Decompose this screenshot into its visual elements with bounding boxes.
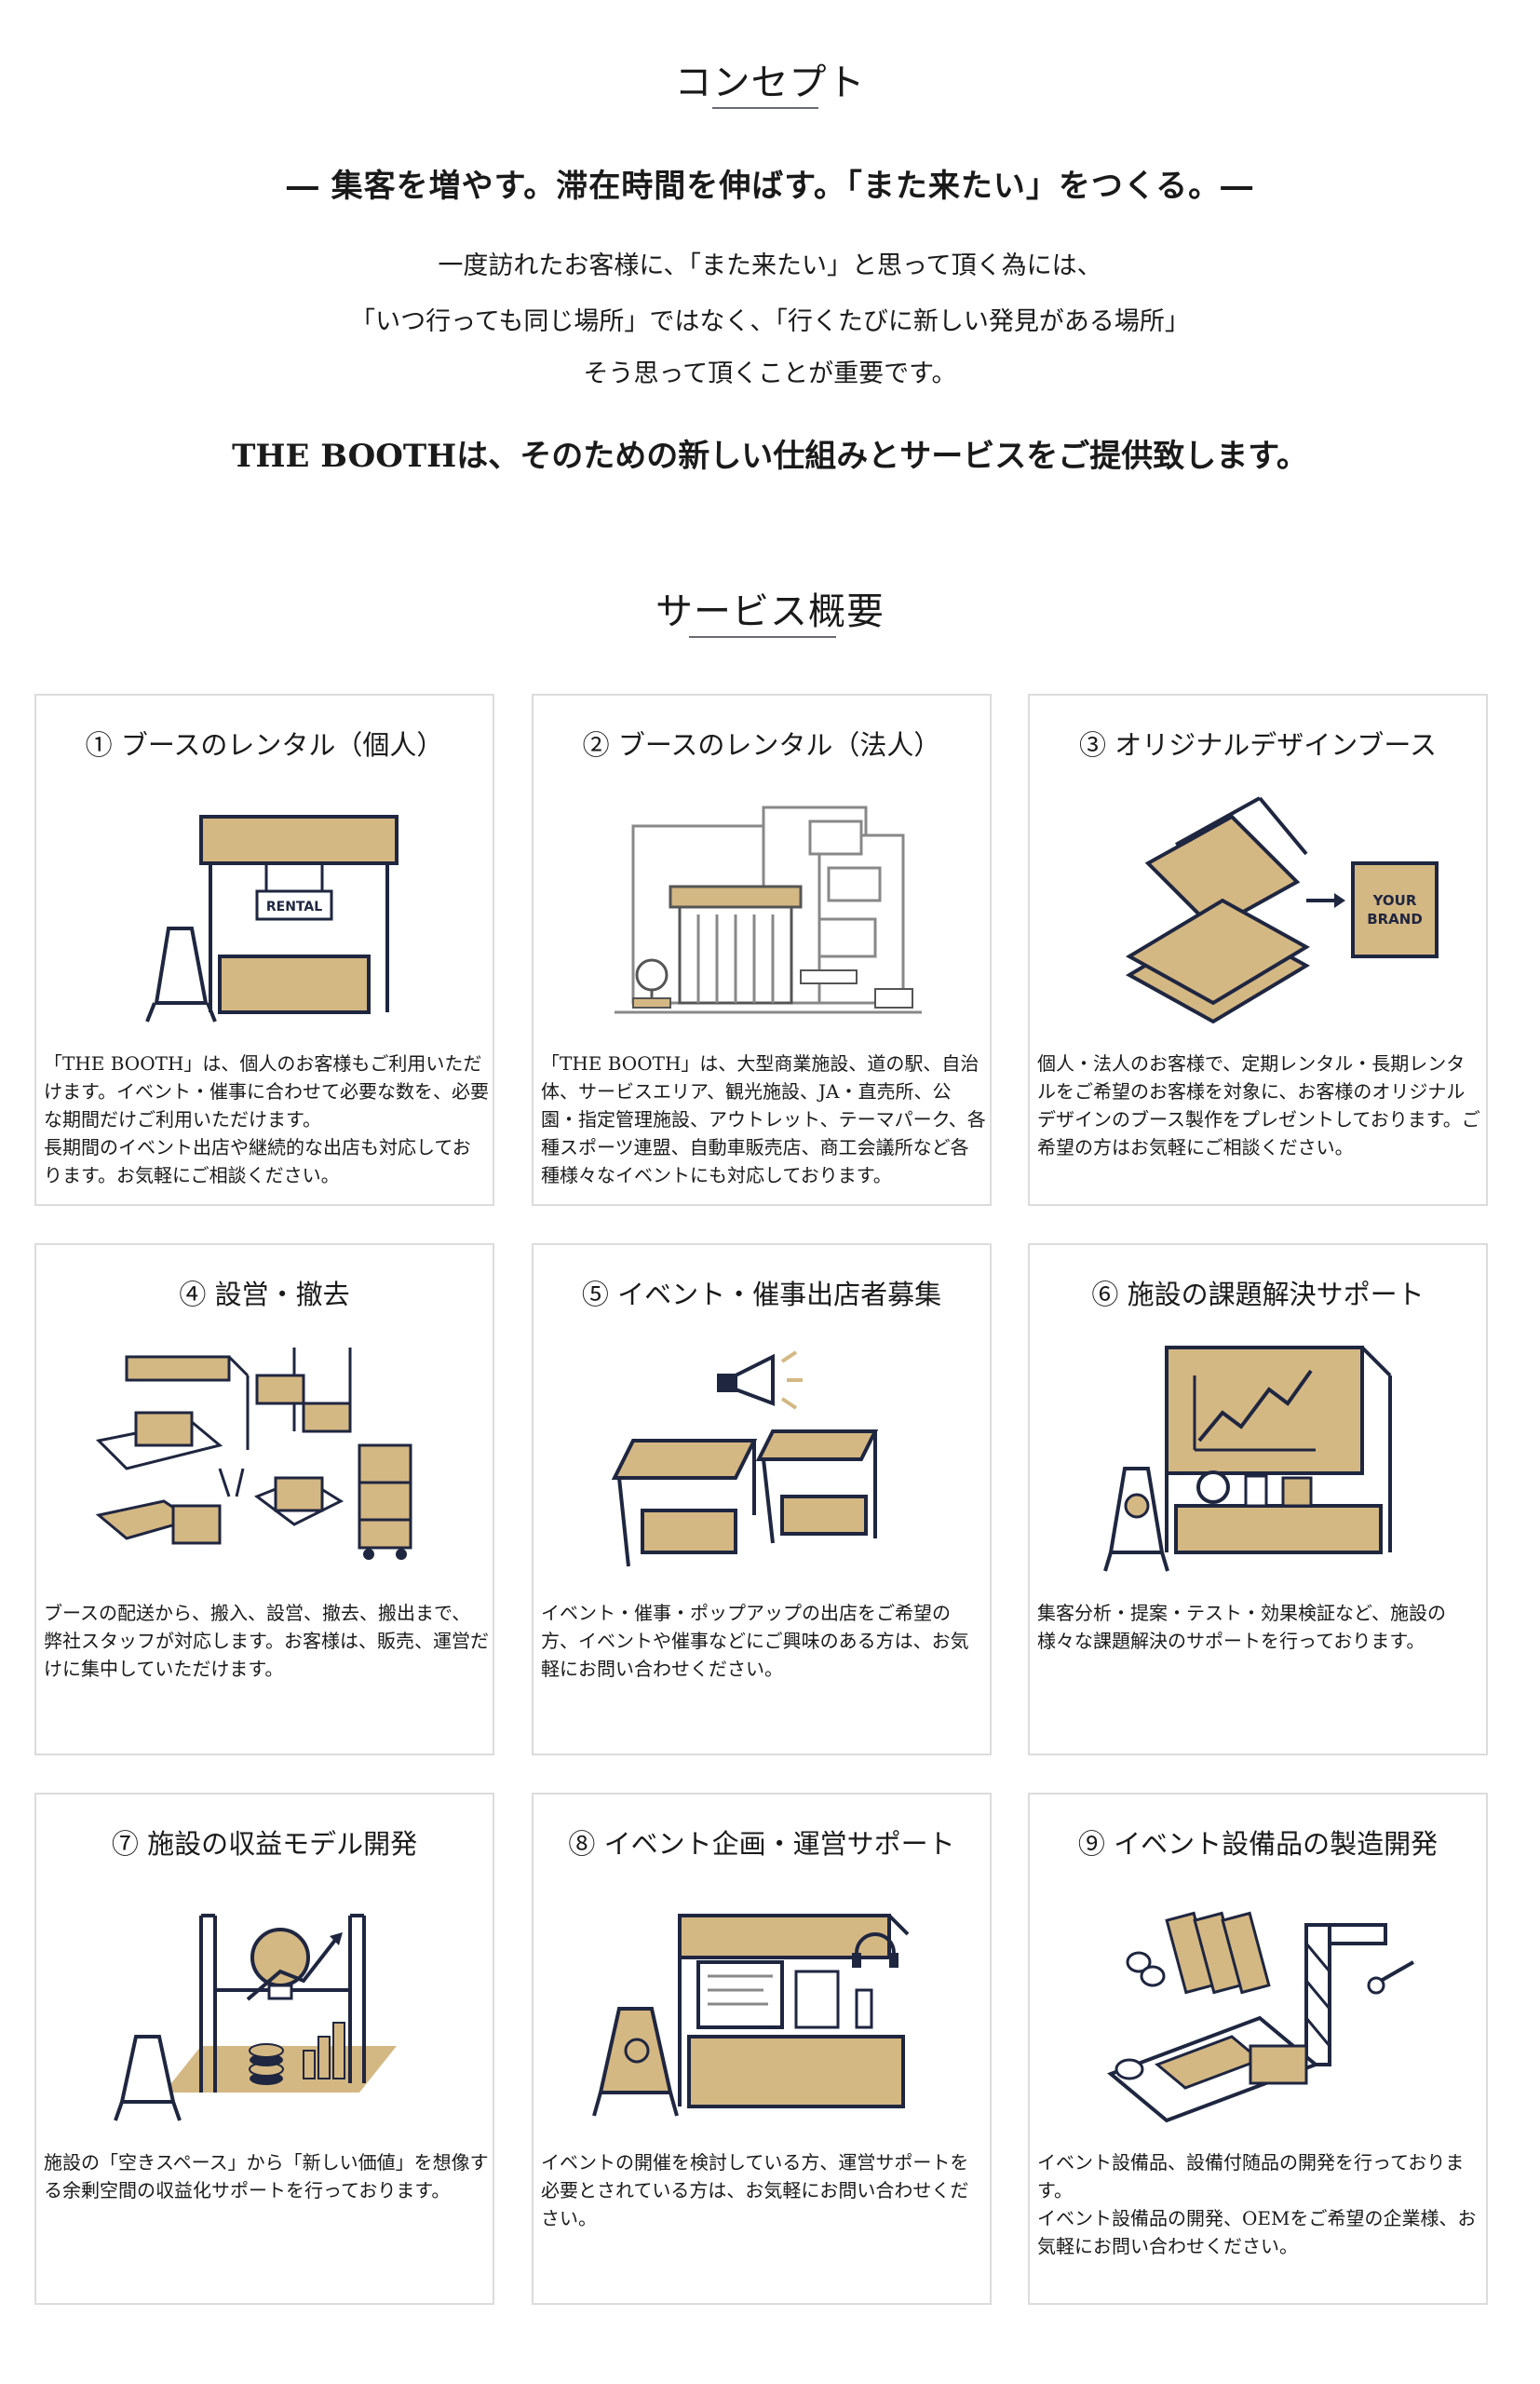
card-title: ⑦ 施設の収益モデル開発: [111, 1828, 418, 1860]
service-card-problem-solving: ⑥ 施設の課題解決サポート 集客分析・提案・テスト・効果検証など、施設の様々な課…: [1028, 1243, 1488, 1755]
megaphone-booths-icon: [611, 1350, 879, 1567]
service-card-rental-corporate: ② ブースのレンタル（法人） 「THE BOOTH」は、大型商業施設、道の駅、自…: [532, 694, 992, 1206]
manufacturing-icon: [1107, 1911, 1414, 2123]
card-title: ⑤ イベント・催事出店者募集: [581, 1279, 942, 1310]
card-title: ③ オリジナルデザインブース: [1079, 729, 1437, 761]
concept-closing: THE BOOTHは、そのための新しい仕組みとサービスをご提供致します。: [232, 438, 1308, 475]
card-title: ⑥ 施設の課題解決サポート: [1091, 1279, 1425, 1310]
card-title: ④ 設営・撤去: [179, 1279, 350, 1310]
svg-text:YOUR: YOUR: [1372, 892, 1417, 909]
svg-text:BRAND: BRAND: [1367, 911, 1423, 928]
commercial-facility-icon: [615, 806, 922, 1014]
concept-line-2: 「いつ行っても同じ場所」ではなく、「行くたびに新しい発見がある場所」: [350, 307, 1190, 336]
rental-booth-icon: RENTAL: [145, 815, 399, 1023]
event-operation-icon: [592, 1914, 910, 2117]
analytics-booth-icon: [1103, 1346, 1392, 1572]
service-card-event-planning: ⑧ イベント企画・運営サポート イベントの開催を検討している方、運営サポートを必…: [532, 1793, 992, 2305]
svg-text:RENTAL: RENTAL: [266, 900, 322, 914]
service-card-manufacturing: ⑨ イベント設備品の製造開発 イベント設備品、設備付随品の開発を行っております。…: [1028, 1793, 1488, 2305]
service-card-exhibitor-recruitment: ⑤ イベント・催事出店者募集 イベント・催事・ポップアップの出店をご希望の方、イ…: [532, 1243, 992, 1755]
card-description: ブースの配送から、搬入、設営、撤去、搬出まで、弊社スタッフが対応します。お客様は…: [44, 1602, 489, 1680]
setup-teardown-icon: [95, 1348, 412, 1560]
card-description: 「THE BOOTH」は、個人のお客様もご利用いただけます。イベント・催事に合わ…: [44, 1052, 489, 1186]
revenue-model-icon: [114, 1914, 397, 2121]
concept-title-underline: [712, 107, 818, 109]
concept-line-3: そう思って頂くことが重要です。: [583, 359, 957, 388]
concept-title: コンセプト: [674, 61, 866, 104]
card-description: 集客分析・提案・テスト・効果検証など、施設の様々な課題解決のサポートを行っており…: [1037, 1602, 1446, 1652]
card-description: イベント設備品、設備付随品の開発を行っております。 イベント設備品の開発、OEM…: [1037, 2151, 1477, 2257]
card-description: イベント・催事・ポップアップの出店をご希望の方、イベントや催事などにご興味のある…: [541, 1602, 969, 1680]
card-description: イベントの開催を検討している方、運営サポートを必要とされている方は、お気軽にお問…: [541, 2151, 969, 2229]
service-card-revenue-model: ⑦ 施設の収益モデル開発 施設の「空きスペース」から「新しい価値」を想像する余剰…: [34, 1793, 494, 2305]
service-card-rental-individual: ① ブースのレンタル（個人） RENTAL 「THE BOOTH」は、個人のお客…: [34, 694, 494, 1206]
service-card-setup: ④ 設営・撤去 ブースの配送から、搬入、設営、撤去、搬出まで、弊社スタッフが対応…: [34, 1243, 494, 1755]
services-title: サービス概要: [655, 590, 885, 633]
card-description: 個人・法人のお客様で、定期レンタル・長期レンタルをご希望のお客様を対象に、お客様…: [1037, 1052, 1480, 1158]
concept-line-1: 一度訪れたお客様に、「また来たい」と思って頂く為には、: [438, 251, 1102, 280]
service-card-original-design: ③ オリジナルデザインブース YOUR BRAND 個人・法人のお客様で、定期レ…: [1028, 694, 1488, 1206]
card-description: 「THE BOOTH」は、大型商業施設、道の駅、自治体、サービスエリア、観光施設…: [541, 1052, 986, 1186]
card-title: ⑨ イベント設備品の製造開発: [1077, 1828, 1439, 1860]
card-title: ⑧ イベント企画・運営サポート: [568, 1828, 955, 1860]
services-title-underline: [689, 636, 836, 638]
card-title: ② ブースのレンタル（法人）: [582, 729, 941, 761]
card-title: ① ブースのレンタル（個人）: [85, 729, 444, 761]
card-description: 施設の「空きスペース」から「新しい価値」を想像する余剰空間の収益化サポートを行っ…: [44, 2151, 489, 2201]
concept-tagline: ― 集客を増やす。滞在時間を伸ばす。「また来たい」をつくる。―: [286, 168, 1254, 205]
heat-press-icon: YOUR BRAND: [1126, 796, 1439, 1024]
